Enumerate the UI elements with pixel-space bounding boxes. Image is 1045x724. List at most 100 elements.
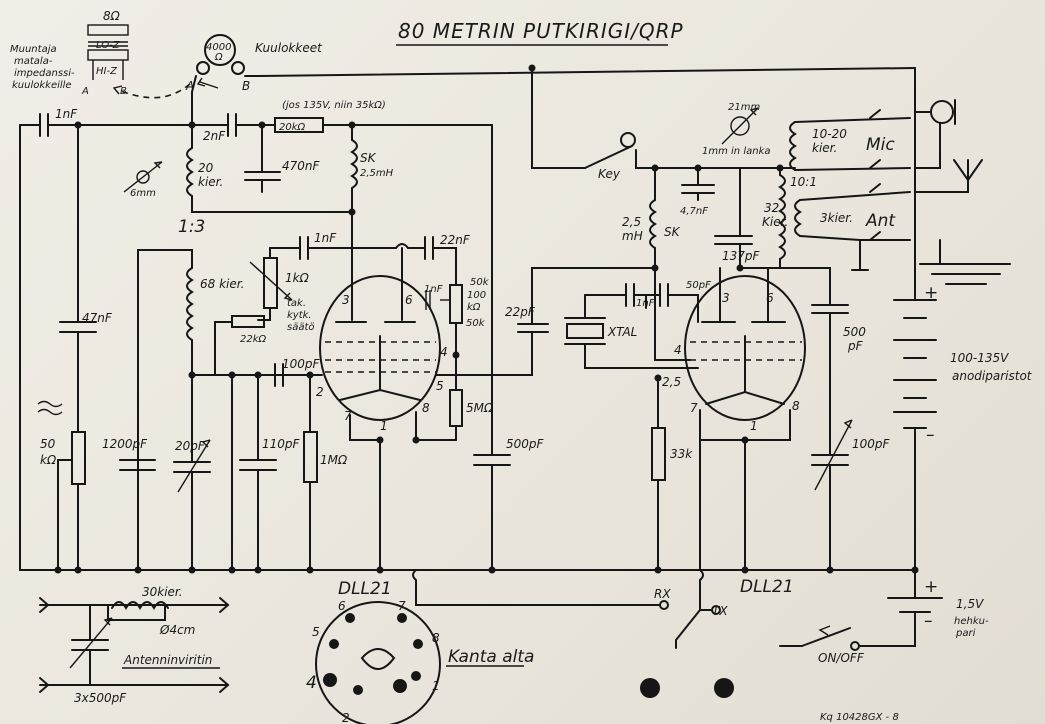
svg-text:Ω: Ω <box>214 52 223 63</box>
label-pot50: 50 <box>40 437 56 451</box>
label-kier3: 3kier. <box>820 211 853 225</box>
potentiometer-1k <box>263 257 278 309</box>
svg-text:3: 3 <box>722 291 730 305</box>
label-c3x500: 3x500pF <box>74 691 127 705</box>
label-xtal: XTAL <box>607 325 637 339</box>
resistor-22k <box>231 315 265 328</box>
label-c100pf-l: 100pF <box>282 357 321 371</box>
label-kuulokkeet: Kuulokkeet <box>255 41 323 55</box>
tube-left-envelope <box>319 275 441 421</box>
transformer-core-top <box>87 24 129 36</box>
label-hehku2: pari <box>955 628 976 639</box>
label-dll21-left: DLL21 <box>338 579 392 599</box>
label-c47nf: 47nF <box>82 311 113 325</box>
svg-text:7: 7 <box>344 409 352 423</box>
svg-text:kier.: kier. <box>198 175 223 189</box>
resistor-100k <box>449 284 463 324</box>
label-antviritin: Antenninviritin <box>123 653 212 667</box>
svg-text:kΩ: kΩ <box>40 453 57 467</box>
svg-text:7: 7 <box>690 401 698 415</box>
label-mic: Mic <box>866 135 895 155</box>
label-kuulokkeille: kuulokkeille <box>12 80 72 91</box>
svg-text:4000: 4000 <box>206 42 231 53</box>
svg-text:kytk.: kytk. <box>287 310 312 321</box>
label-c20pf: 20pF <box>175 439 206 453</box>
svg-text:6: 6 <box>405 293 413 307</box>
label-anode2: anodiparistot <box>952 369 1033 383</box>
svg-text:5: 5 <box>312 625 320 639</box>
label-serial: Kq 10428GX - 8 <box>820 712 899 723</box>
label-minus1: – <box>926 425 935 445</box>
label-r1m: 1MΩ <box>320 453 348 467</box>
label-muuntaja: Muuntaja <box>10 44 57 55</box>
svg-text:kΩ: kΩ <box>467 302 481 313</box>
label-key: Key <box>598 167 621 181</box>
label-loz: LO-Z <box>96 40 121 51</box>
transformer-core-bottom <box>87 49 129 61</box>
crystal-xtal <box>566 323 604 339</box>
svg-text:5: 5 <box>436 379 444 393</box>
label-r1k: 1kΩ <box>285 271 310 285</box>
label-21mm: 21mm <box>728 102 760 113</box>
svg-text:4: 4 <box>306 673 317 693</box>
label-v15: 1,5V <box>956 597 984 611</box>
svg-text:A: A <box>185 79 194 93</box>
svg-text:8: 8 <box>432 631 440 645</box>
label-kier68: 68 kier. <box>200 277 244 291</box>
label-4cm: Ø4cm <box>159 623 195 637</box>
label-hehku1: hehku- <box>954 616 989 627</box>
svg-text:3: 3 <box>342 293 350 307</box>
label-c500pf-l: 500pF <box>506 437 545 451</box>
label-kier30: 30kier. <box>142 585 183 599</box>
label-kier20: 20 <box>198 161 214 175</box>
svg-text:4: 4 <box>674 343 682 357</box>
label-ratio13: 1:3 <box>178 217 205 237</box>
svg-text:säätö: säätö <box>287 322 315 333</box>
label-c110pf: 110pF <box>262 437 301 451</box>
label-r5m: 5MΩ <box>466 401 494 415</box>
label-c1nf-top: 1nF <box>55 107 78 121</box>
svg-text:2: 2 <box>342 711 350 724</box>
label-c137pf: 137pF <box>722 249 761 263</box>
headphone-symbol <box>204 34 236 66</box>
svg-text:mH: mH <box>622 229 643 243</box>
svg-text:8: 8 <box>792 399 800 413</box>
svg-text:8: 8 <box>422 401 430 415</box>
svg-text:B: B <box>242 79 250 93</box>
svg-text:100: 100 <box>467 290 486 301</box>
label-jos: (jos 135V, niin 35kΩ) <box>282 100 386 111</box>
label-c22pf: 22pF <box>505 305 536 319</box>
label-kier32: 32 <box>764 201 779 215</box>
label-tr-a: A <box>81 86 89 97</box>
label-c500pf-r: 500 <box>843 325 866 339</box>
label-anode1: 100-135V <box>950 351 1009 365</box>
svg-text:20kΩ: 20kΩ <box>279 122 306 133</box>
svg-text:1: 1 <box>432 679 440 693</box>
schematic-title: 80 METRIN PUTKIRIGI/QRP <box>398 19 684 43</box>
svg-text:2: 2 <box>316 385 324 399</box>
resistor-1m <box>303 431 318 483</box>
label-ant: Ant <box>865 211 896 231</box>
svg-text:pF: pF <box>847 339 864 353</box>
svg-text:tak.: tak. <box>287 298 306 309</box>
label-onoff: ON/OFF <box>818 651 865 665</box>
microphone-symbol <box>930 100 954 124</box>
svg-text:6: 6 <box>338 599 346 613</box>
svg-text:50k: 50k <box>466 318 486 329</box>
label-sk: SK <box>360 151 377 165</box>
label-lanka: 1mm in lanka <box>702 146 770 157</box>
svg-text:2,5: 2,5 <box>622 215 641 229</box>
label-r22k: 22kΩ <box>240 334 267 345</box>
svg-text:6: 6 <box>766 291 774 305</box>
svg-text:2,5mH: 2,5mH <box>360 168 394 179</box>
label-kier1020: 10-20 <box>812 127 847 141</box>
label-c1nf-mid: 1nF <box>314 231 337 245</box>
label-c47nf-right: 4,7nF <box>680 206 708 217</box>
label-minus2: – <box>924 611 933 631</box>
label-ratio101: 10:1 <box>790 175 817 189</box>
label-c2nf: 2nF <box>203 129 226 143</box>
tube-right-envelope <box>684 275 806 421</box>
svg-text:1: 1 <box>380 419 388 433</box>
